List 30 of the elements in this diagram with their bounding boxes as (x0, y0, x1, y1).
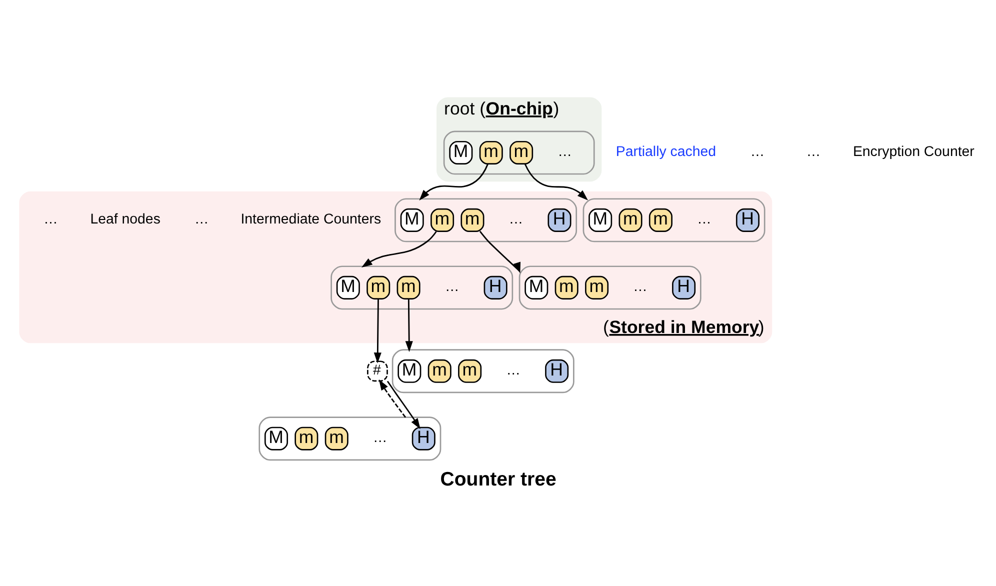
cluster (330, 266, 514, 310)
arrow (524, 164, 588, 200)
label: Leaf nodes (90, 212, 160, 228)
arrow (378, 379, 406, 418)
arrow (361, 231, 437, 268)
label: … (806, 144, 821, 160)
cluster (394, 198, 578, 242)
label: Intermediate Counters (240, 212, 382, 228)
label: … (44, 212, 58, 228)
label: … (194, 212, 209, 228)
label: … (750, 144, 765, 160)
label: … (697, 212, 712, 228)
label: … (506, 362, 520, 379)
cluster (518, 266, 702, 310)
cluster (582, 198, 766, 242)
arrow (405, 298, 413, 352)
arrow (386, 380, 420, 430)
caption: Counter tree (440, 468, 556, 490)
label: … (444, 279, 460, 296)
cluster (392, 349, 574, 394)
label: … (508, 212, 524, 228)
label: Encryption Counter (852, 144, 974, 160)
cluster (443, 130, 595, 175)
label: Partially cached (616, 144, 716, 160)
arrow (374, 298, 382, 364)
arrow (479, 230, 521, 274)
label: … (373, 430, 388, 446)
label: … (558, 144, 572, 160)
arrow (419, 164, 489, 200)
label: … (633, 279, 648, 296)
